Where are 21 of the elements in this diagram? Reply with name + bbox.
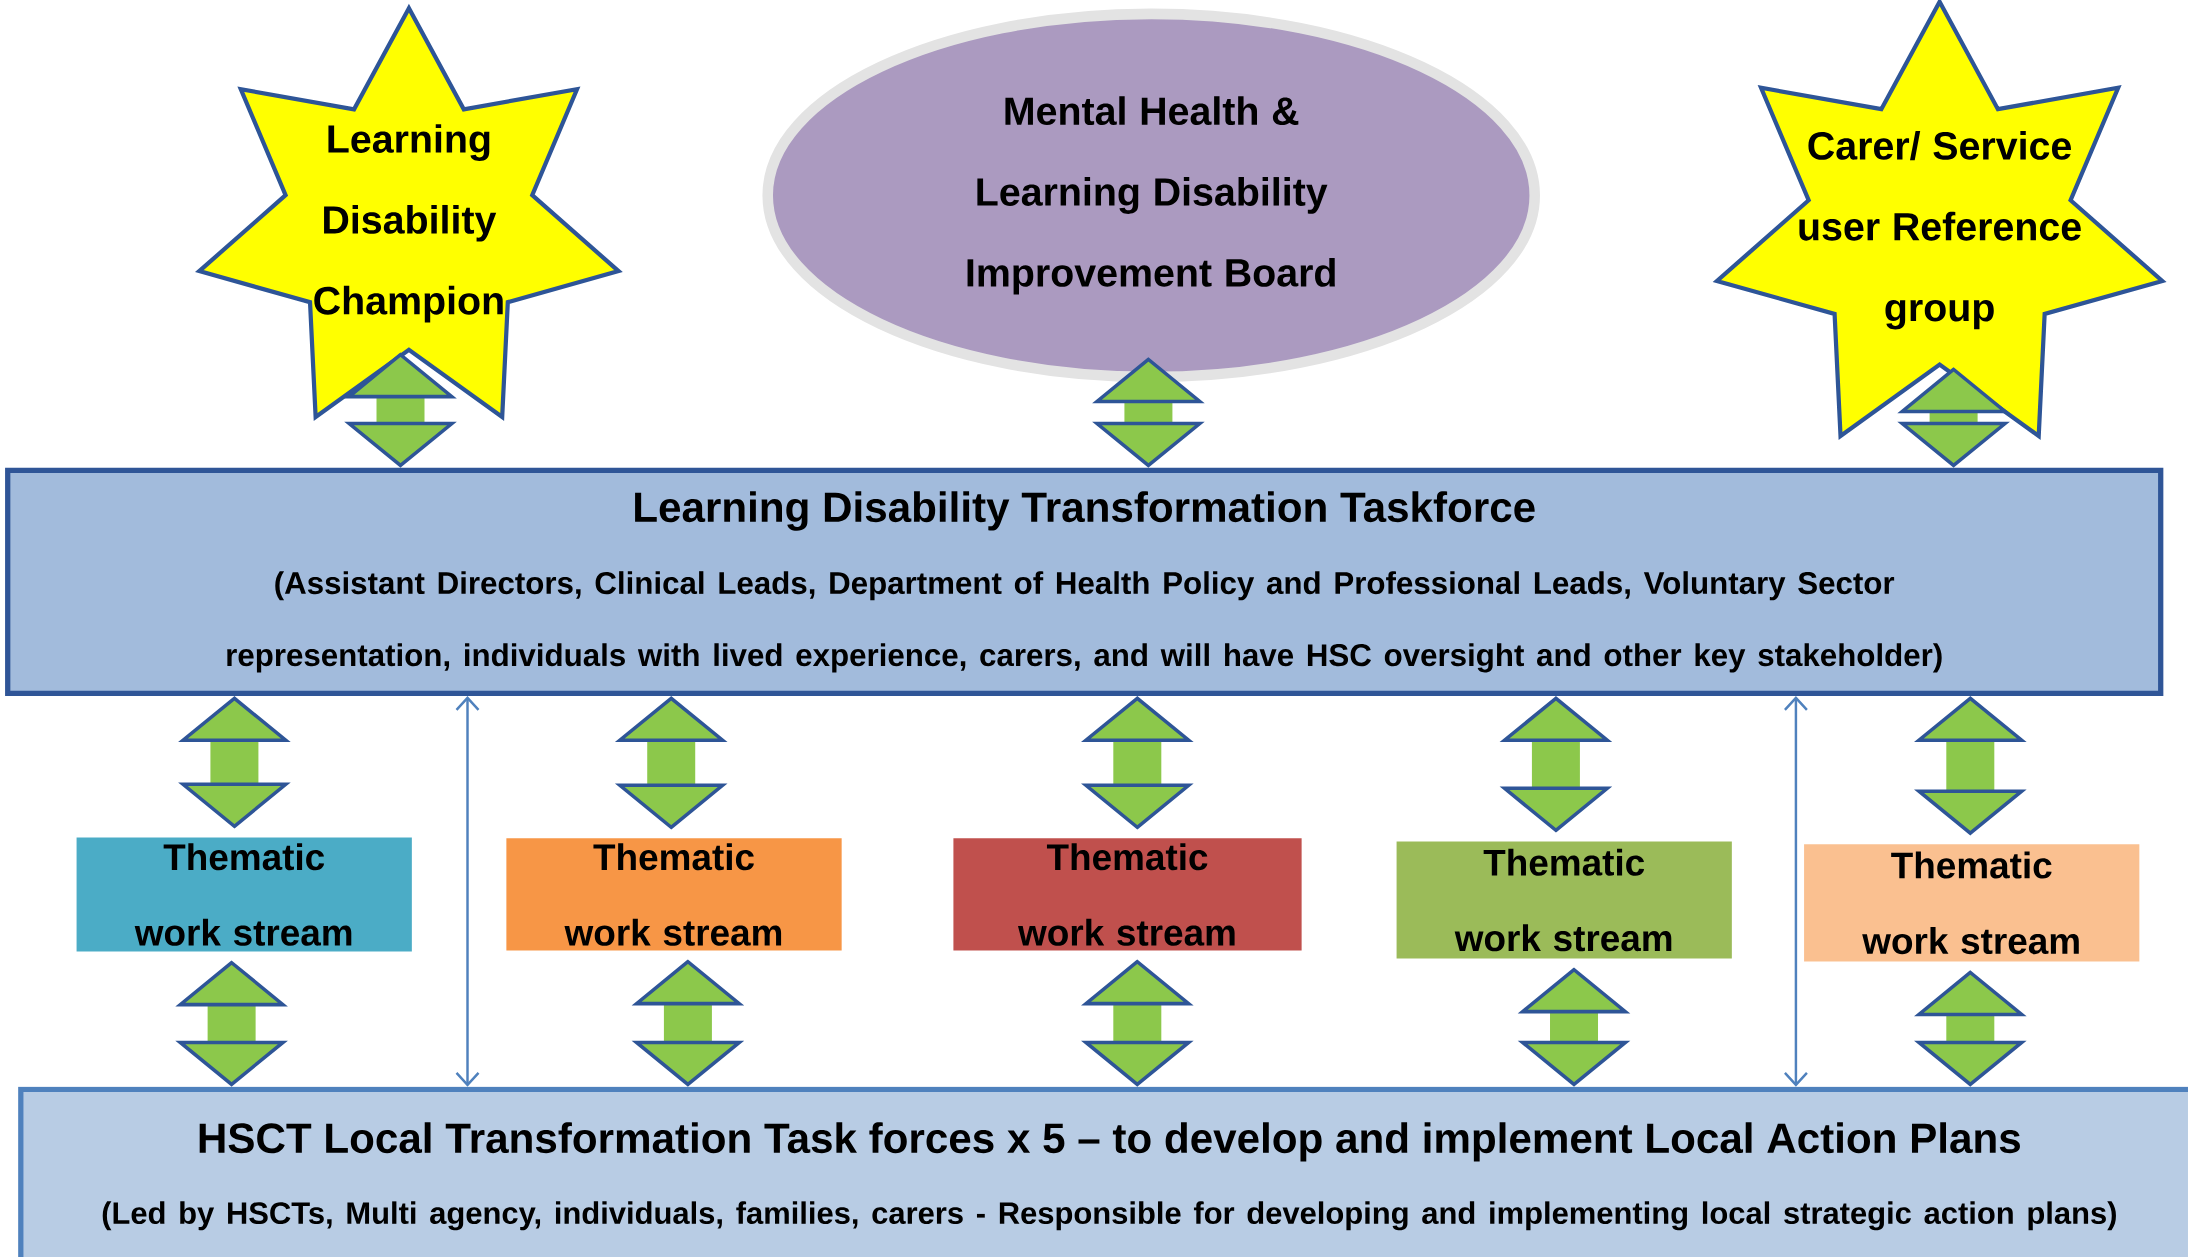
double-arrow (344, 352, 457, 468)
workstream-box: Thematic work stream (1795, 835, 2149, 971)
workstream-box: Thematic work stream (67, 828, 421, 961)
workstream-box: Thematic work stream (944, 829, 1311, 960)
double-arrow (1914, 970, 2027, 1087)
double-arrow (1517, 967, 1631, 1087)
double-arrow (631, 959, 745, 1087)
workstream-box: Thematic work stream (497, 829, 851, 960)
arrow (1784, 696, 1808, 1087)
double-arrow (1897, 367, 2010, 468)
double-arrow (1499, 696, 1613, 833)
double-arrow (1081, 696, 1194, 830)
workstream-box: Thematic work stream (1387, 832, 1741, 968)
arrow (455, 696, 480, 1087)
task-forces-box: HSCT Local Transformation Task forces x 5 – to develop and implement Local Action Plans (Led by HSCTs, Multi agency, individuals, families, carers - Responsible for developing and implementing local strategic action plans) (18, 1086, 2188, 1257)
double-arrow (178, 696, 291, 829)
double-arrow (614, 696, 728, 830)
double-arrow (1092, 357, 1205, 468)
double-arrow (1081, 959, 1194, 1087)
taskforce-box: Learning Disability Transformation Taskforce (Assistant Directors, Clinical Leads, Department of Health Policy and Professional Leads, Voluntary Sector representation, individuals with lived experience, carers, and will have HSC oversight and other key stakeholder) (5, 467, 2164, 697)
double-arrow (175, 960, 288, 1087)
